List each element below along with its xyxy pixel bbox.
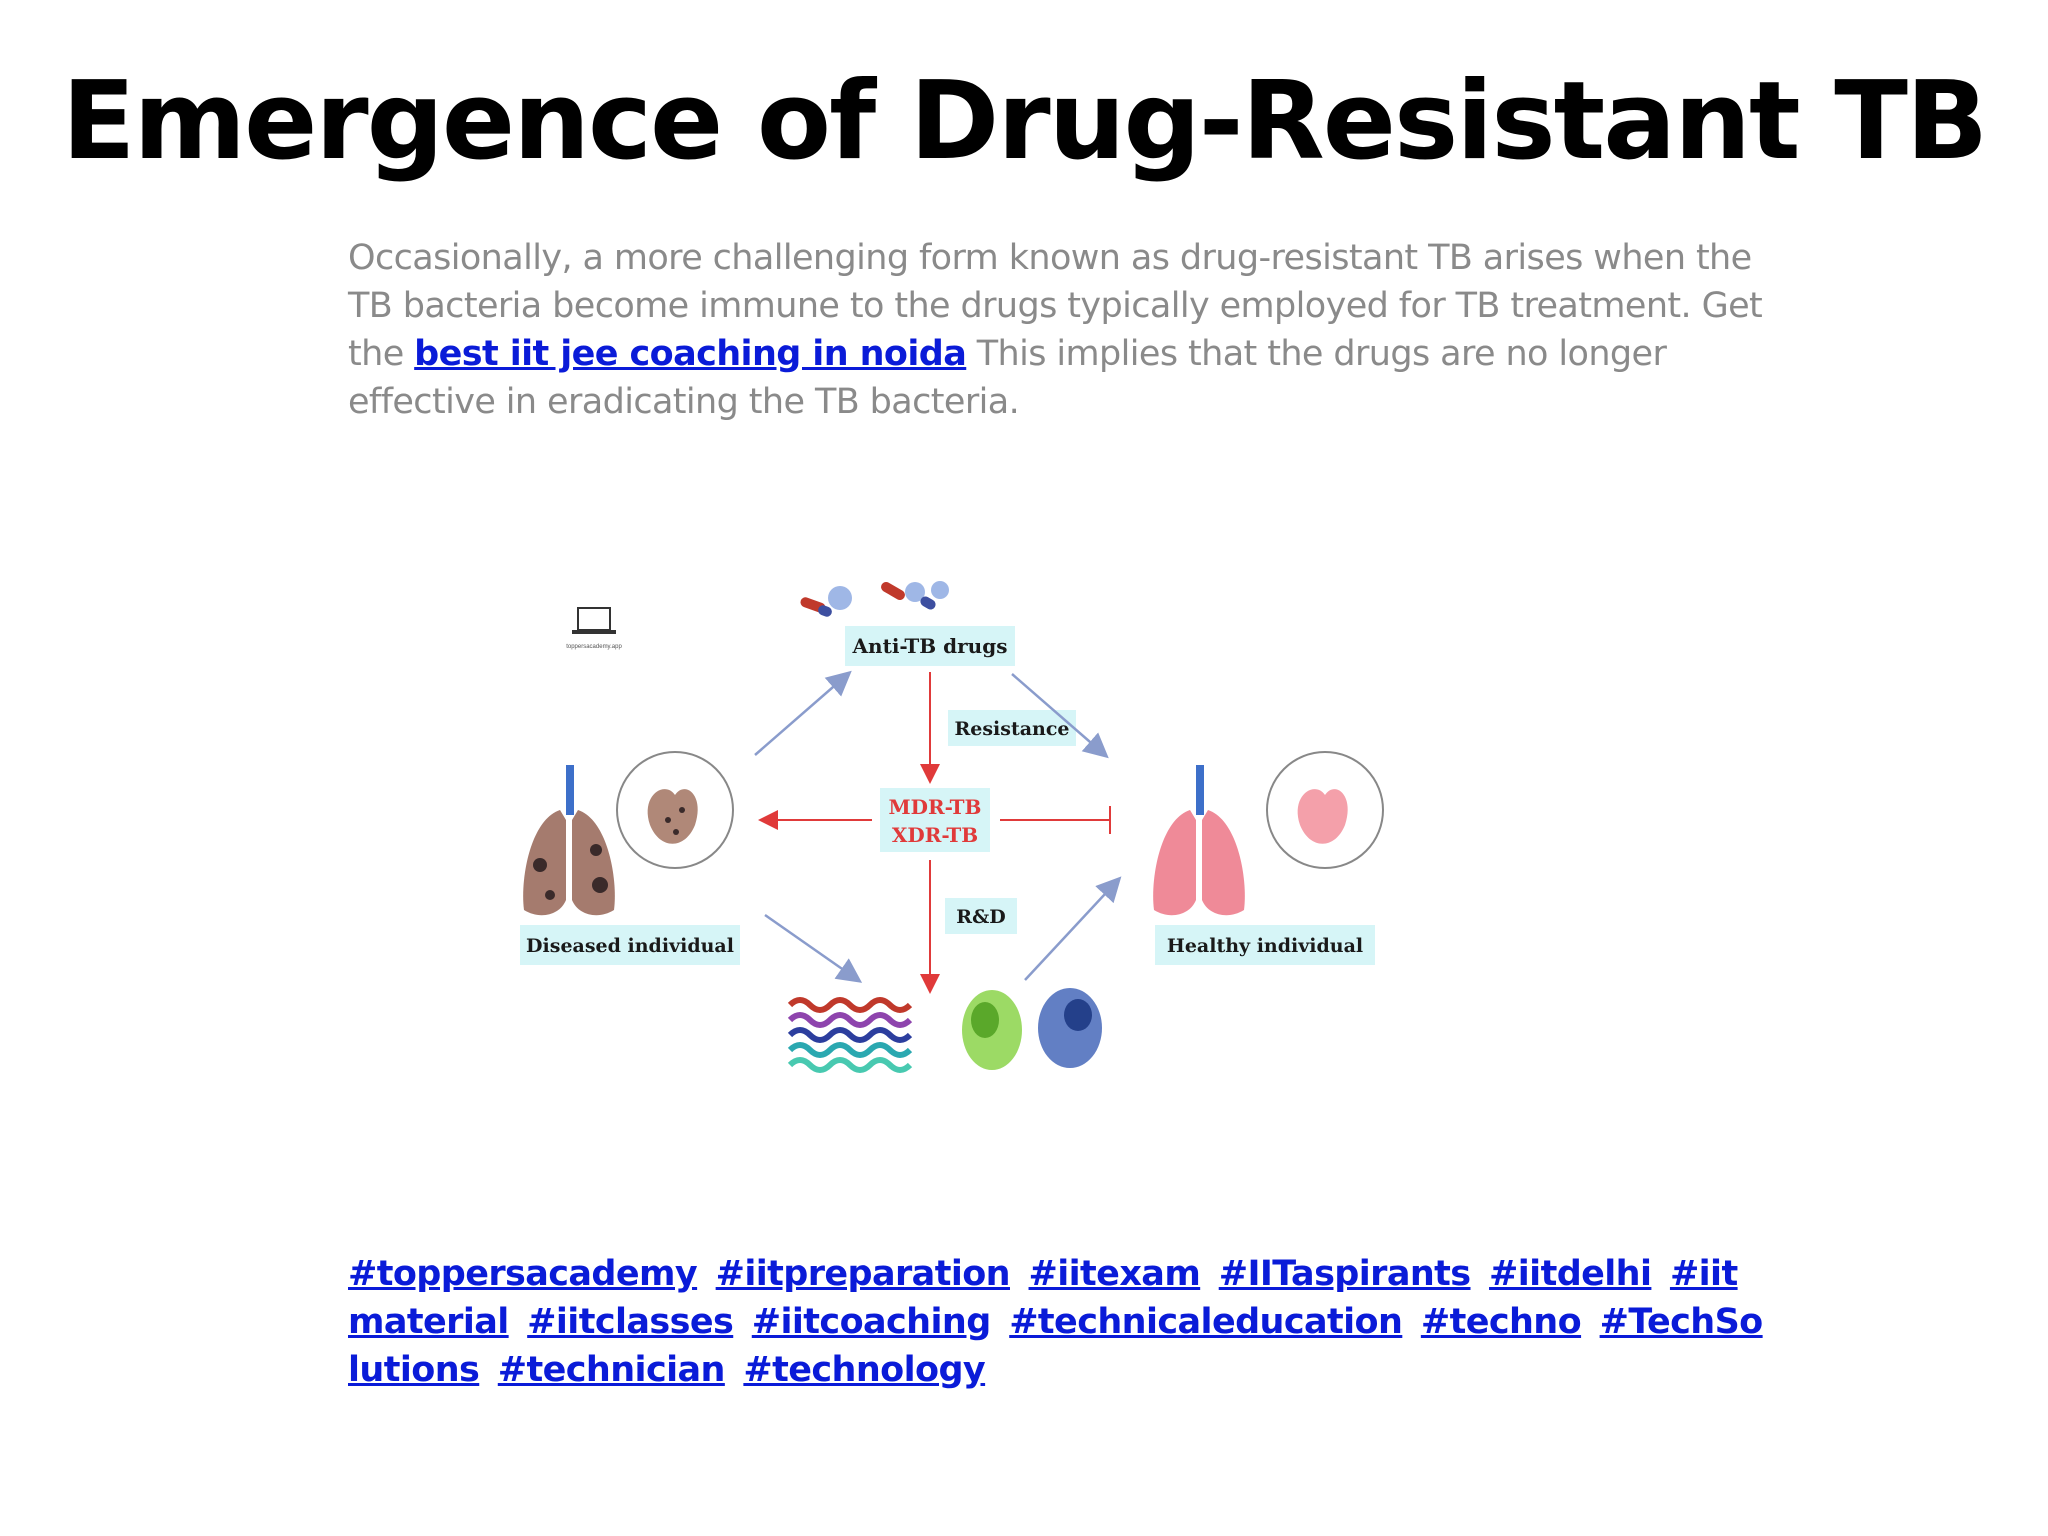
drugs-to-healthy-arrow bbox=[1011, 673, 1109, 759]
hashtag-link[interactable]: #iitdelhi bbox=[1489, 1254, 1652, 1294]
rnd-label: R&D bbox=[956, 906, 1005, 928]
hashtag-link[interactable]: #iitcoaching bbox=[751, 1302, 992, 1342]
hashtag-link[interactable]: #TechSolutions bbox=[348, 1302, 1763, 1390]
rnd-to-healthy-arrow bbox=[1024, 876, 1122, 981]
hashtag-link[interactable]: #toppersacademy bbox=[348, 1254, 698, 1294]
hashtag-link[interactable]: #technicaleducation bbox=[1009, 1302, 1403, 1342]
mdr-tb-label: MDR-TB bbox=[889, 795, 982, 819]
protein-structures-image bbox=[787, 988, 1102, 1073]
xdr-tb-label: XDR-TB bbox=[892, 823, 978, 847]
mdr-xdr-box bbox=[880, 788, 990, 852]
resistance-label: Resistance bbox=[954, 718, 1069, 740]
resistance-label-box bbox=[948, 710, 1076, 746]
anti-tb-drugs-label: Anti-TB drugs bbox=[852, 634, 1008, 658]
diseased-to-rnd-arrow bbox=[764, 913, 863, 983]
healthy-individual-label: Healthy individual bbox=[1167, 935, 1363, 957]
diseased-label-box bbox=[520, 925, 740, 965]
healthy-lungs-icon bbox=[1153, 751, 1384, 916]
slide-title: Emergence of Drug-Resistant TB bbox=[61, 59, 1988, 184]
hashtag-link[interactable]: #technician bbox=[497, 1350, 726, 1390]
watermark-text: toppersacademy.app bbox=[566, 644, 622, 650]
coaching-link[interactable]: best iit jee coaching in noida bbox=[414, 334, 967, 374]
diseased-to-drugs-arrow bbox=[754, 670, 852, 756]
rnd-label-box bbox=[945, 898, 1017, 934]
drug-resistance-diagram: toppersacademy.app Anti-TB drugs Resista… bbox=[520, 581, 1384, 1073]
hashtag-link[interactable]: #techno bbox=[1420, 1302, 1582, 1342]
hashtag-link[interactable]: #iitexam bbox=[1028, 1254, 1201, 1294]
hashtag-link[interactable]: #iitpreparation bbox=[715, 1254, 1011, 1294]
hashtag-link[interactable]: #technology bbox=[743, 1350, 986, 1390]
diseased-lungs-icon bbox=[523, 751, 734, 916]
anti-tb-label-box bbox=[845, 626, 1015, 666]
hashtag-link[interactable]: #iitclasses bbox=[527, 1302, 734, 1342]
healthy-label-box bbox=[1155, 925, 1375, 965]
hashtag-link[interactable]: #iitmaterial bbox=[348, 1254, 1738, 1342]
body-paragraph: Occasionally, a more challenging form kn… bbox=[348, 234, 1768, 426]
hashtag-link[interactable]: #IITaspirants bbox=[1218, 1254, 1471, 1294]
paragraph-text-1: Occasionally, a more challenging form kn… bbox=[348, 238, 1763, 374]
hashtag-list: #toppersacademy #iitpreparation #iitexam… bbox=[348, 1250, 1768, 1394]
pills-icon bbox=[800, 581, 949, 617]
paragraph-text-2: This implies that the drugs are no longe… bbox=[348, 334, 1667, 422]
laptop-icon bbox=[572, 607, 616, 634]
diseased-individual-label: Diseased individual bbox=[526, 935, 734, 957]
